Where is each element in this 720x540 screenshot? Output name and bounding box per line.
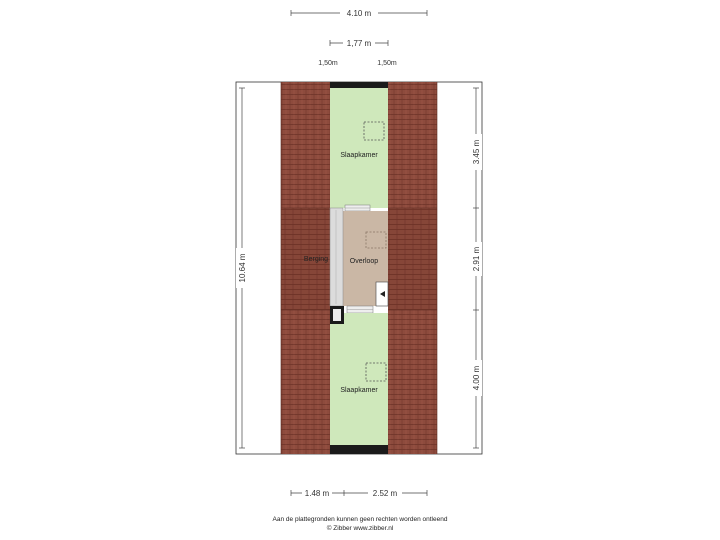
roof-left-mid bbox=[281, 208, 330, 310]
top-dimension-total-label: 4.10 m bbox=[347, 9, 372, 18]
door-top bbox=[344, 204, 371, 212]
bottom-right-label: 2.52 m bbox=[373, 489, 398, 498]
bottom-dimensions: 1.48 m 2.52 m bbox=[290, 488, 428, 499]
bedroom-top-floor bbox=[330, 88, 388, 208]
bedroom-bottom-floor bbox=[344, 313, 388, 324]
left-dimension-label: 10.64 m bbox=[238, 253, 247, 282]
roof-right-top bbox=[388, 82, 437, 208]
landing-label: Overloop bbox=[350, 258, 379, 265]
door-bottom bbox=[346, 305, 374, 314]
bottom-wall bbox=[330, 445, 388, 454]
right-bottom-label: 4.00 m bbox=[472, 365, 481, 390]
top-dimension-inner: 1,77 m bbox=[329, 37, 389, 48]
top-right-sub-label: 1,50m bbox=[377, 60, 397, 67]
storage-label: Berging bbox=[304, 256, 328, 263]
bottom-left-label: 1.48 m bbox=[305, 489, 330, 498]
landing-left-wall bbox=[329, 207, 344, 307]
disclaimer-text: Aan de plattegronden kunnen geen rechten… bbox=[272, 516, 448, 523]
copyright-text: © Zibber www.zibber.nl bbox=[326, 525, 394, 532]
bedroom-top-label: Slaapkamer bbox=[340, 152, 378, 159]
top-dimension-inner-label: 1,77 m bbox=[347, 39, 372, 48]
right-top-label: 3.45 m bbox=[472, 139, 481, 164]
right-dimensions: 3.45 m 2.91 m 4.00 m bbox=[470, 87, 482, 449]
skylight-top bbox=[363, 121, 385, 141]
top-left-sub-label: 1,50m bbox=[318, 60, 338, 67]
top-dimension-total: 4.10 m bbox=[290, 7, 428, 18]
bedroom-bottom-floor-main bbox=[330, 324, 388, 445]
roof-right-bottom bbox=[388, 310, 437, 454]
right-middle-label: 2.91 m bbox=[472, 246, 481, 271]
top-wall bbox=[330, 82, 388, 88]
roof-left-bottom bbox=[281, 310, 330, 454]
left-dimension: 10.64 m bbox=[236, 87, 248, 449]
bedroom-bottom-label: Slaapkamer bbox=[340, 387, 378, 394]
skylight-bottom bbox=[365, 362, 387, 382]
skylight-landing bbox=[365, 231, 387, 249]
stair-opening bbox=[375, 281, 389, 307]
roof-right-mid bbox=[388, 208, 437, 310]
roof-left-top bbox=[281, 82, 330, 208]
